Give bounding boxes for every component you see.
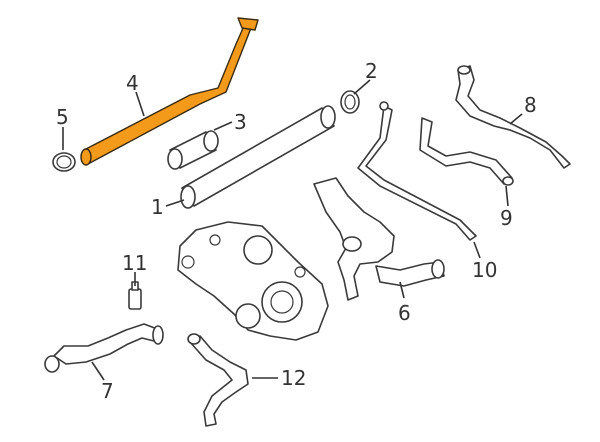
leader-4 — [135, 91, 145, 117]
part-4-pipe-neck[interactable] — [237, 17, 259, 31]
callout-labels: 1 2 3 4 5 6 7 8 9 10 11 12 — [56, 59, 537, 403]
leader-9 — [505, 185, 509, 207]
leader-6 — [399, 281, 405, 299]
callout-11: 11 — [122, 251, 147, 275]
leader-1 — [165, 199, 185, 207]
callout-leaders — [62, 79, 523, 381]
part-7-hose[interactable] — [44, 323, 164, 373]
part-6-housing[interactable] — [313, 177, 445, 301]
callout-10: 10 — [472, 258, 497, 282]
part-9-hose[interactable] — [419, 117, 514, 186]
part-2-o-ring-inner — [344, 94, 356, 110]
part-5-o-ring-inner — [56, 155, 72, 169]
callout-7: 7 — [101, 379, 114, 403]
callout-2: 2 — [365, 59, 378, 83]
part-8-hose[interactable] — [455, 65, 571, 169]
callout-1: 1 — [151, 195, 164, 219]
callout-4: 4 — [126, 71, 139, 95]
water-pump — [177, 221, 329, 341]
part-12-hose[interactable] — [187, 333, 249, 427]
leader-10 — [473, 241, 481, 259]
leader-8 — [509, 113, 523, 125]
leader-3 — [213, 121, 233, 131]
part-3-sleeve[interactable] — [167, 130, 219, 170]
callout-9: 9 — [500, 206, 513, 230]
part-4-pipe-end[interactable] — [80, 148, 92, 166]
part-1-long-tube[interactable] — [180, 105, 336, 209]
part-10-hose-line[interactable] — [357, 101, 477, 241]
callout-8: 8 — [524, 93, 537, 117]
part-4-highlighted-pipe[interactable] — [80, 17, 259, 166]
callout-12: 12 — [281, 366, 306, 390]
part-11-sensor[interactable] — [128, 281, 142, 310]
callout-5: 5 — [56, 105, 69, 129]
callout-6: 6 — [398, 301, 411, 325]
leader-7 — [91, 361, 105, 381]
part-4-pipe-body[interactable] — [83, 25, 252, 165]
callout-3: 3 — [234, 110, 247, 134]
part-2-o-ring[interactable] — [340, 90, 360, 114]
leader-2 — [353, 79, 371, 95]
